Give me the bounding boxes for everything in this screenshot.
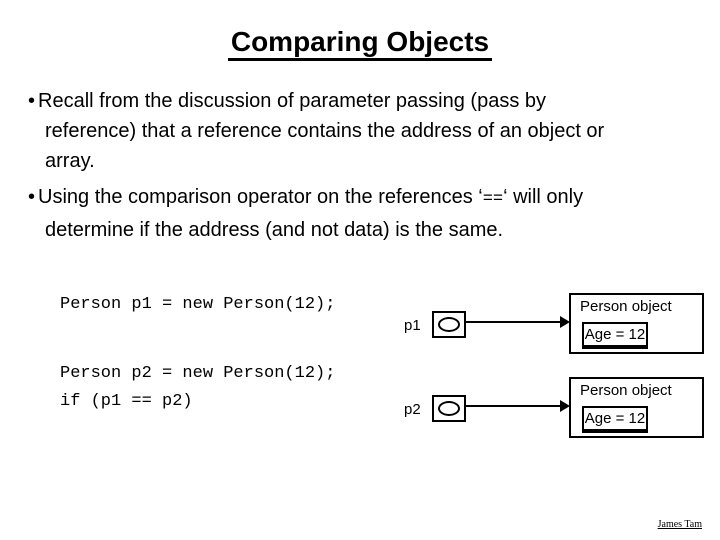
code-block-declarations: Person p1 = new Person(12); Person p2 = … [60, 247, 335, 431]
age-field-box: Age = 12 [582, 322, 648, 349]
code-line: Person p1 = new Person(12); [60, 295, 336, 314]
person-object-box: Person object Age = 12 [569, 377, 704, 438]
arrow-right-icon [560, 316, 570, 328]
bullet-line: Recall from the discussion of parameter … [38, 90, 547, 112]
code-line: Person p2 = new Person(12); [60, 364, 336, 383]
reference-box [432, 311, 466, 338]
inline-code-operator: == [482, 190, 504, 209]
page-title: Comparing Objects [0, 27, 720, 62]
bullet-line: Using the comparison operator on the ref… [38, 182, 693, 215]
bullet-item-1: • Recall from the discussion of paramete… [28, 86, 693, 176]
pointer-oval [438, 317, 460, 332]
code-line: if (p1 == p2) [60, 392, 193, 411]
bullet-marker: • [28, 186, 36, 208]
pointer-arrow-line [465, 405, 562, 407]
reference-box [432, 395, 466, 422]
bullet-line: determine if the address (and not data) … [45, 219, 504, 241]
reference-label: p1 [404, 317, 421, 334]
bullet-marker: • [28, 90, 36, 112]
bullet-line-segment: Using the comparison operator on the ref… [38, 186, 483, 208]
arrow-right-icon [560, 400, 570, 412]
page-title-text: Comparing Objects [227, 27, 493, 61]
person-object-box: Person object Age = 12 [569, 293, 704, 354]
bullet-text: Recall from the discussion of parameter … [38, 86, 693, 176]
reference-label: p2 [404, 401, 421, 418]
code-block-if: if (p1 == p2) [60, 344, 193, 459]
object-title: Person object [580, 298, 672, 315]
diagram-row-p1: p1 Person object Age = 12 [400, 293, 710, 357]
age-field-value: Age = 12 [584, 410, 646, 427]
age-field-value: Age = 12 [584, 326, 646, 343]
bullet-item-2: • Using the comparison operator on the r… [28, 182, 693, 245]
age-field-box: Age = 12 [582, 406, 648, 433]
diagram-row-p2: p2 Person object Age = 12 [400, 377, 710, 441]
object-title: Person object [580, 382, 672, 399]
pointer-oval [438, 401, 460, 416]
bullet-line: array. [45, 150, 95, 172]
bullet-text: Using the comparison operator on the ref… [38, 182, 693, 245]
footer-author: James Tam [657, 519, 702, 530]
pointer-arrow-line [465, 321, 562, 323]
bullet-line-segment: ‘ will only [503, 186, 584, 208]
bullet-line: reference) that a reference contains the… [45, 120, 605, 142]
